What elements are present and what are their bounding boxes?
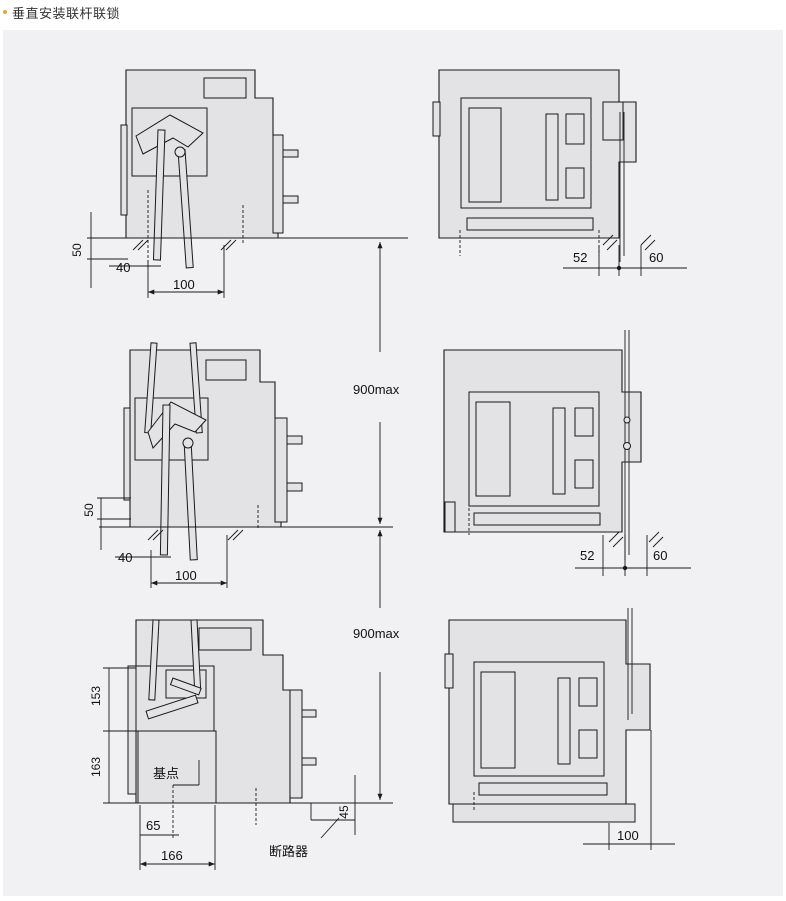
dim-40-top: 40 (116, 260, 130, 275)
breaker-label: 断路器 (269, 844, 308, 859)
dim-52-middle: 52 (580, 548, 594, 563)
section-title: 垂直安装联杆联锁 (12, 6, 121, 22)
bottom-front-view: 100 (444, 608, 675, 850)
dim-50-middle: 50 (82, 503, 96, 517)
bullet-icon (3, 10, 7, 14)
dim-50-top: 50 (70, 243, 84, 257)
bottom-side-view: 153 163 基点 65 166 45 断路器 (89, 619, 393, 870)
dim-100-middle: 100 (175, 568, 197, 583)
dim-45: 45 (337, 805, 351, 819)
spacing-label-1: 900max (353, 382, 400, 397)
dim-100-top: 100 (173, 277, 195, 292)
dim-40-middle: 40 (118, 550, 132, 565)
spacing-1: 900max (353, 242, 400, 524)
top-side-view: 50 40 100 (70, 69, 408, 298)
dim-166: 166 (161, 848, 183, 863)
dim-60-middle: 60 (653, 548, 667, 563)
top-front-view: 52 60 (432, 69, 687, 276)
dim-153: 153 (89, 686, 103, 706)
middle-side-view: 50 40 100 (82, 342, 393, 588)
dim-52-top: 52 (573, 250, 587, 265)
interlock-diagram: 50 40 100 52 60 (70, 69, 691, 870)
dim-163: 163 (89, 757, 103, 777)
base-point-label: 基点 (153, 766, 179, 781)
section-heading: 垂直安装联杆联锁 (0, 0, 786, 24)
diagram-panel: 50 40 100 52 60 (3, 30, 783, 896)
middle-front-view: 52 60 (443, 330, 691, 576)
spacing-label-2: 900max (353, 626, 400, 641)
spacing-2: 900max (353, 530, 400, 800)
dim-100-bottom: 100 (617, 828, 639, 843)
dim-60-top: 60 (649, 250, 663, 265)
dim-65: 65 (146, 818, 160, 833)
